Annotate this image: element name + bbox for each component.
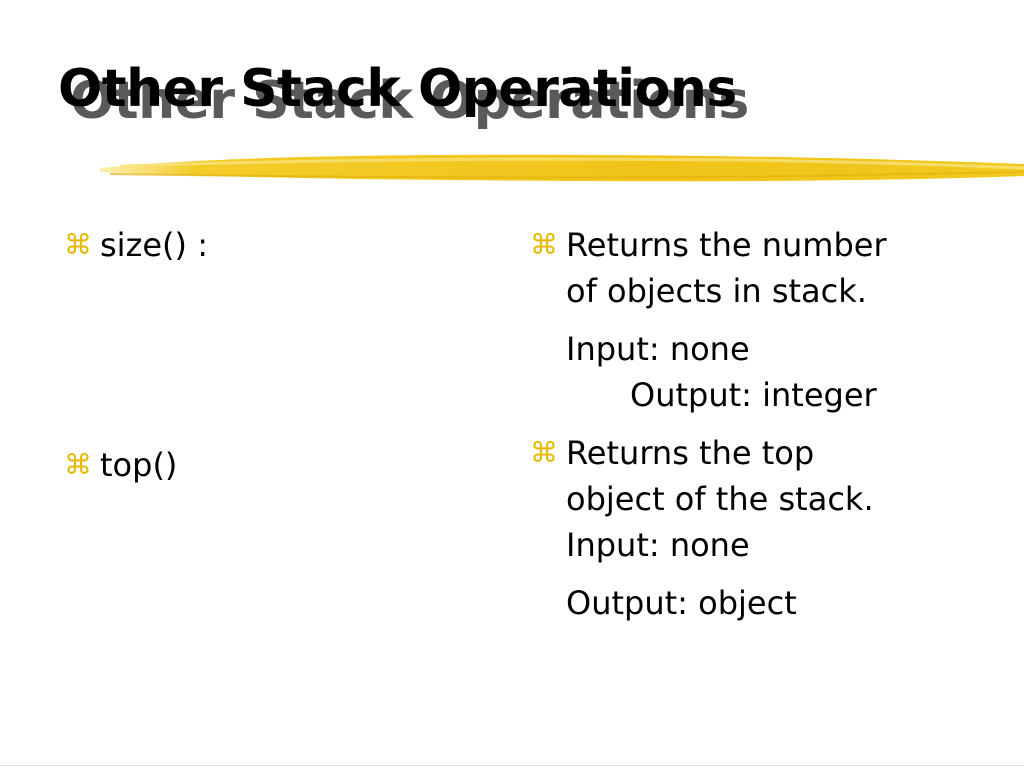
bottom-divider	[0, 765, 1024, 766]
description-line: Returns the top	[566, 434, 815, 472]
list-item-top-description: ⌘ Returns the top object of the stack. I…	[530, 430, 1024, 626]
bullet-icon: ⌘	[530, 436, 558, 469]
item-label: size() :	[100, 226, 208, 264]
slide-title-shadow: Other Stack Operations	[70, 71, 749, 131]
description-line: of objects in stack.	[566, 272, 867, 310]
description-line: Returns the number	[566, 226, 887, 264]
list-item-size-description: ⌘ Returns the number of objects in stack…	[530, 222, 1024, 418]
bullet-icon: ⌘	[64, 228, 92, 261]
slide-title: Other Stack Operations	[58, 59, 737, 119]
bullet-icon: ⌘	[530, 228, 558, 261]
list-item-top: ⌘ top()	[64, 442, 177, 488]
input-text: Input: none	[566, 526, 750, 564]
yellow-brush-stroke-decoration	[100, 154, 1024, 182]
bullet-icon: ⌘	[64, 448, 92, 481]
output-text: Output: integer	[630, 376, 877, 414]
output-text: Output: object	[566, 584, 797, 622]
item-label: top()	[100, 446, 178, 484]
list-item-size: ⌘ size() :	[64, 222, 208, 268]
description-line: object of the stack.	[566, 480, 874, 518]
input-text: Input: none	[566, 330, 750, 368]
